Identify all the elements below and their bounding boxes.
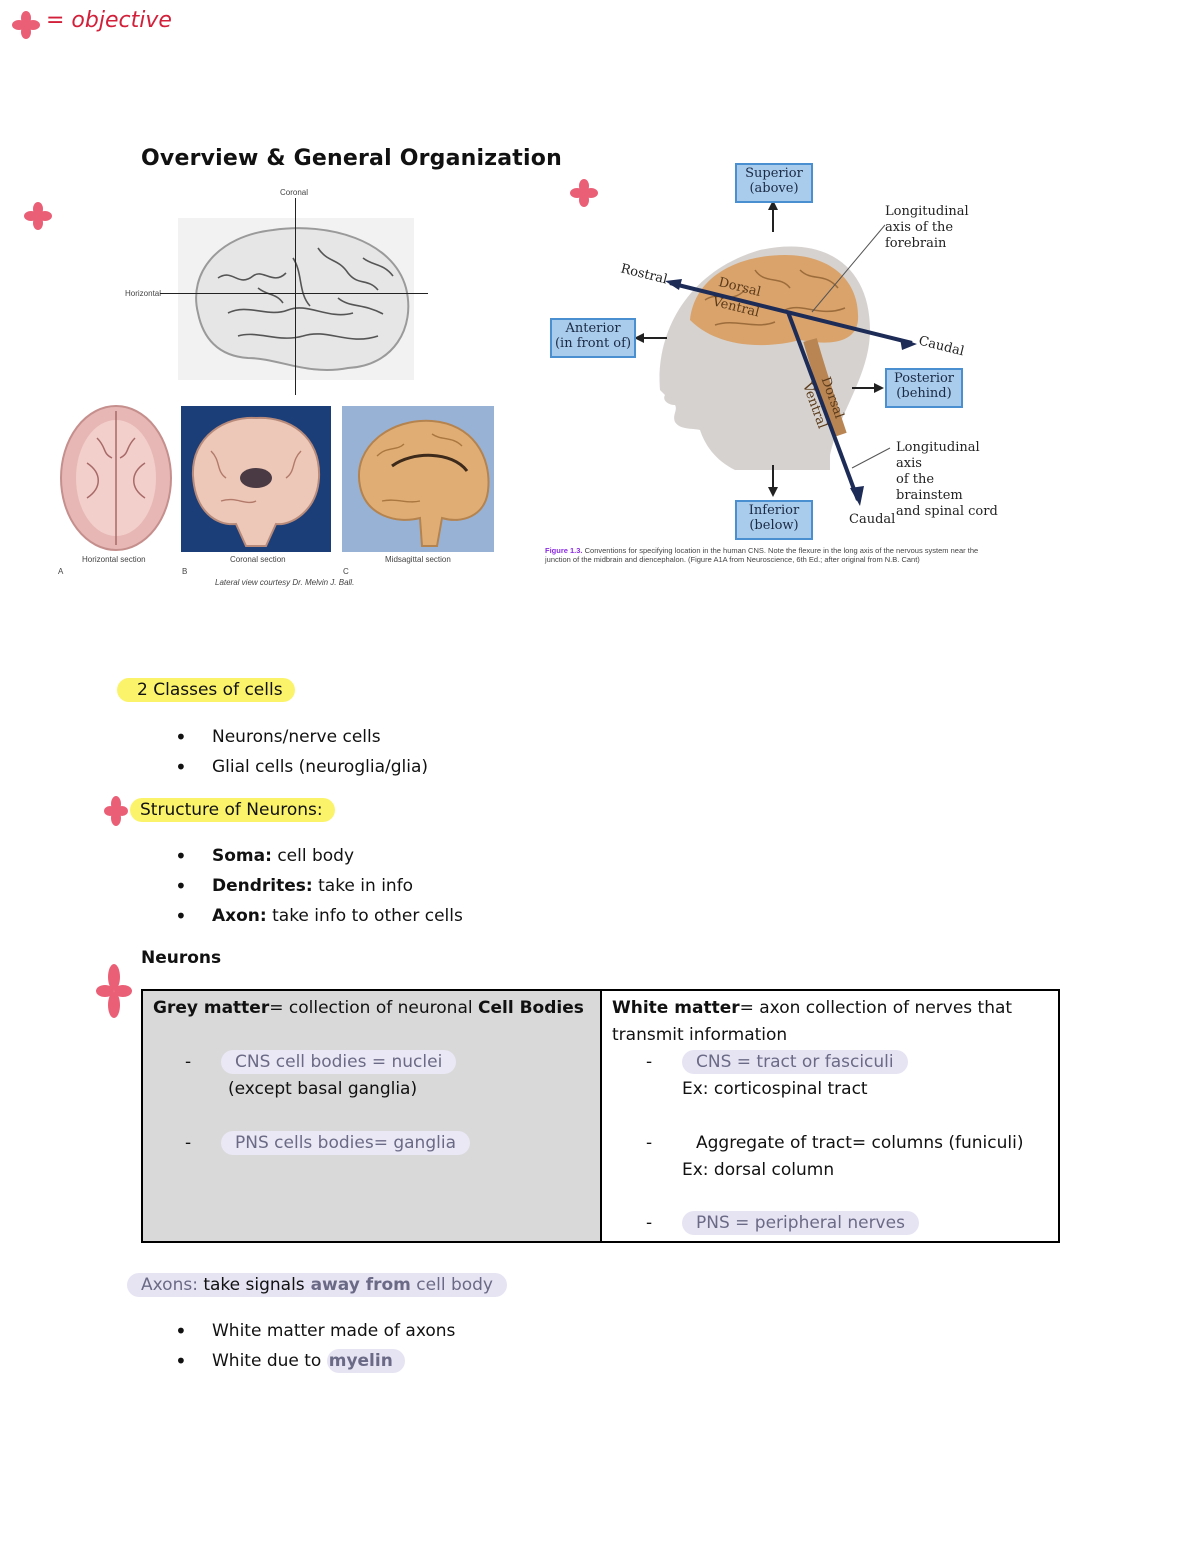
classes-heading: 2 Classes of cells (117, 678, 295, 702)
brain-sections-figure: Coronal Horizontal (55, 185, 500, 590)
coronal-plane-line (295, 198, 296, 395)
grey-item-cns-note: (except basal ganglia) (228, 1079, 418, 1099)
structure-list: Soma: cell body Dendrites: take in info … (175, 841, 463, 931)
coronal-label: Coronal (280, 188, 309, 197)
figure-caption-text: Conventions for specifying location in t… (545, 546, 979, 564)
objective-star-icon (12, 11, 40, 39)
anterior-box: Anterior(in front of) (550, 318, 636, 358)
panel-letter-a: A (58, 567, 64, 576)
classes-list: Neurons/nerve cells Glial cells (neurogl… (175, 722, 428, 782)
objective-star-icon (24, 202, 52, 230)
superior-box: Superior(above) (735, 163, 813, 203)
white-item-cns-example: Ex: corticospinal tract (682, 1079, 868, 1099)
panel-letter-b: B (182, 567, 188, 576)
grey-item-cns: -CNS cell bodies = nuclei (153, 1049, 590, 1076)
figure-caption-label: Figure 1.3. (545, 546, 583, 555)
inferior-box: Inferior(below) (735, 500, 813, 540)
axes-figure: Superior(above) Anterior(in front of) Po… (540, 160, 1000, 580)
white-item-cns: -CNS = tract or fasciculi (612, 1049, 1048, 1076)
axons-heading: Axons: take signals away from cell body (127, 1273, 507, 1297)
list-item: Neurons/nerve cells (175, 722, 428, 752)
horizontal-section-image (60, 405, 172, 551)
forebrain-axis-label: Longitudinal axis of the forebrain (885, 204, 969, 251)
list-item: Axon: take info to other cells (175, 901, 463, 931)
panel-letter-c: C (343, 567, 349, 576)
grey-item-pns: -PNS cells bodies= ganglia (153, 1130, 590, 1157)
horizontal-label: Horizontal (125, 289, 162, 298)
head-silhouette-image (634, 200, 917, 506)
figure-credit: Lateral view courtesy Dr. Melvin J. Ball… (215, 578, 355, 587)
midsagittal-section-image (342, 406, 494, 552)
white-item-aggregate-example: Ex: dorsal column (682, 1160, 835, 1180)
section-title: Overview & General Organization (141, 146, 562, 171)
axons-list: White matter made of axons White due to … (175, 1316, 455, 1376)
section-caption-horizontal: Horizontal section (82, 555, 146, 564)
caudal-bottom-label: Caudal (849, 512, 896, 527)
posterior-box: Posterior(behind) (885, 368, 963, 408)
objective-star-icon (96, 964, 132, 1018)
legend-label: = objective (46, 8, 172, 33)
objective-star-icon (104, 796, 128, 826)
horizontal-plane-line (160, 293, 428, 294)
structure-heading: Structure of Neurons: (130, 798, 335, 822)
list-item: White matter made of axons (175, 1316, 455, 1346)
list-item: Glial cells (neuroglia/glia) (175, 752, 428, 782)
white-matter-cell: White matter= axon collection of nerves … (600, 989, 1060, 1243)
figure-caption: Figure 1.3. Conventions for specifying l… (545, 546, 990, 564)
objective-star-icon (570, 179, 598, 207)
grey-matter-cell: Grey matter= collection of neuronal Cell… (141, 989, 602, 1243)
section-caption-midsagittal: Midsagittal section (385, 555, 451, 564)
coronal-section-image (181, 406, 331, 552)
lateral-brain-image (178, 218, 414, 380)
list-item: Dendrites: take in info (175, 871, 463, 901)
white-item-pns: -PNS = peripheral nerves (612, 1210, 1048, 1237)
white-item-aggregate: -Aggregate of tract= columns (funiculi) (646, 1133, 1024, 1153)
brainstem-axis-label: Longitudinal axis of the brainstem and s… (896, 440, 998, 519)
neurons-heading: Neurons (141, 948, 222, 968)
section-caption-coronal: Coronal section (230, 555, 286, 564)
matter-table: Grey matter= collection of neuronal Cell… (141, 989, 1060, 1243)
list-item: Soma: cell body (175, 841, 463, 871)
list-item: White due to myelin (175, 1346, 455, 1376)
